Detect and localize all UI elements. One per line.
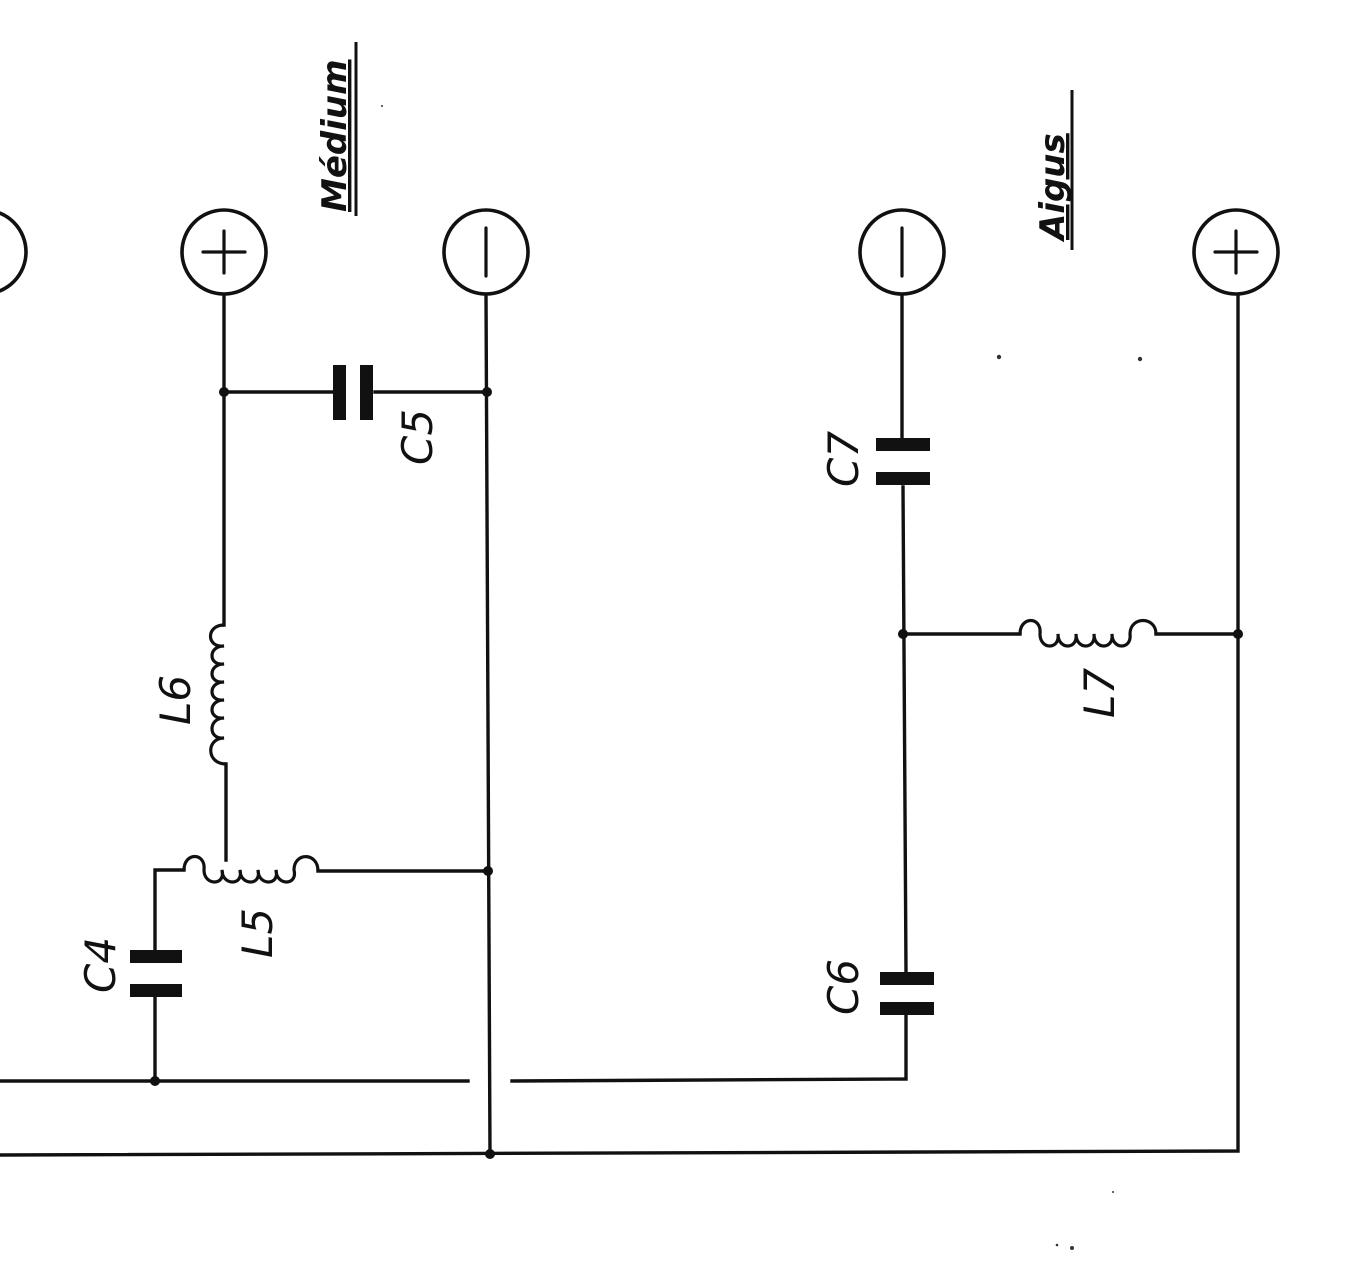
capacitor-c7 bbox=[876, 438, 930, 485]
wires bbox=[0, 292, 1240, 1157]
label-c7: C7 bbox=[819, 431, 868, 487]
wire-medium-minus-down bbox=[484, 292, 492, 1156]
capacitor-c6 bbox=[880, 972, 934, 1015]
inductor-l6 bbox=[208, 623, 227, 766]
junction-dots bbox=[150, 387, 1243, 1159]
junction-dot bbox=[485, 1149, 495, 1159]
aigus-title: Aigus bbox=[1033, 133, 1073, 243]
label-l6: L6 bbox=[151, 675, 200, 725]
terminal-medium-plus bbox=[180, 208, 268, 296]
inductor-l7 bbox=[1018, 618, 1158, 648]
wire-rail-lower bbox=[0, 292, 1240, 1157]
section-title-aigus: Aigus bbox=[1033, 90, 1074, 250]
capacitor-c5 bbox=[333, 365, 373, 420]
section-title-medium: Médium bbox=[315, 42, 358, 216]
wire-rail-upper-right bbox=[510, 1014, 908, 1083]
terminal-aigus-plus bbox=[1192, 208, 1280, 296]
terminal-left-partial bbox=[0, 211, 28, 293]
label-c6: C6 bbox=[819, 959, 868, 1015]
label-c4: C4 bbox=[76, 937, 125, 993]
junction-dot bbox=[1233, 629, 1243, 639]
junction-dot bbox=[219, 387, 229, 397]
junction-dot bbox=[483, 866, 493, 876]
inductor-l5 bbox=[182, 854, 320, 884]
terminal-medium-minus bbox=[442, 208, 530, 296]
scan-specks bbox=[381, 105, 1143, 1250]
label-l7: L7 bbox=[1075, 668, 1124, 718]
junction-dot bbox=[150, 1076, 160, 1086]
label-l5: L5 bbox=[233, 908, 282, 958]
medium-title: Médium bbox=[315, 59, 355, 212]
terminal-aigus-minus bbox=[858, 208, 946, 296]
capacitor-c4 bbox=[130, 950, 182, 997]
label-c5: C5 bbox=[393, 409, 442, 465]
junction-dot bbox=[482, 387, 492, 397]
wire-l5-left bbox=[153, 868, 186, 952]
junction-dot bbox=[898, 629, 908, 639]
wire-c7-to-c6 bbox=[901, 485, 908, 974]
